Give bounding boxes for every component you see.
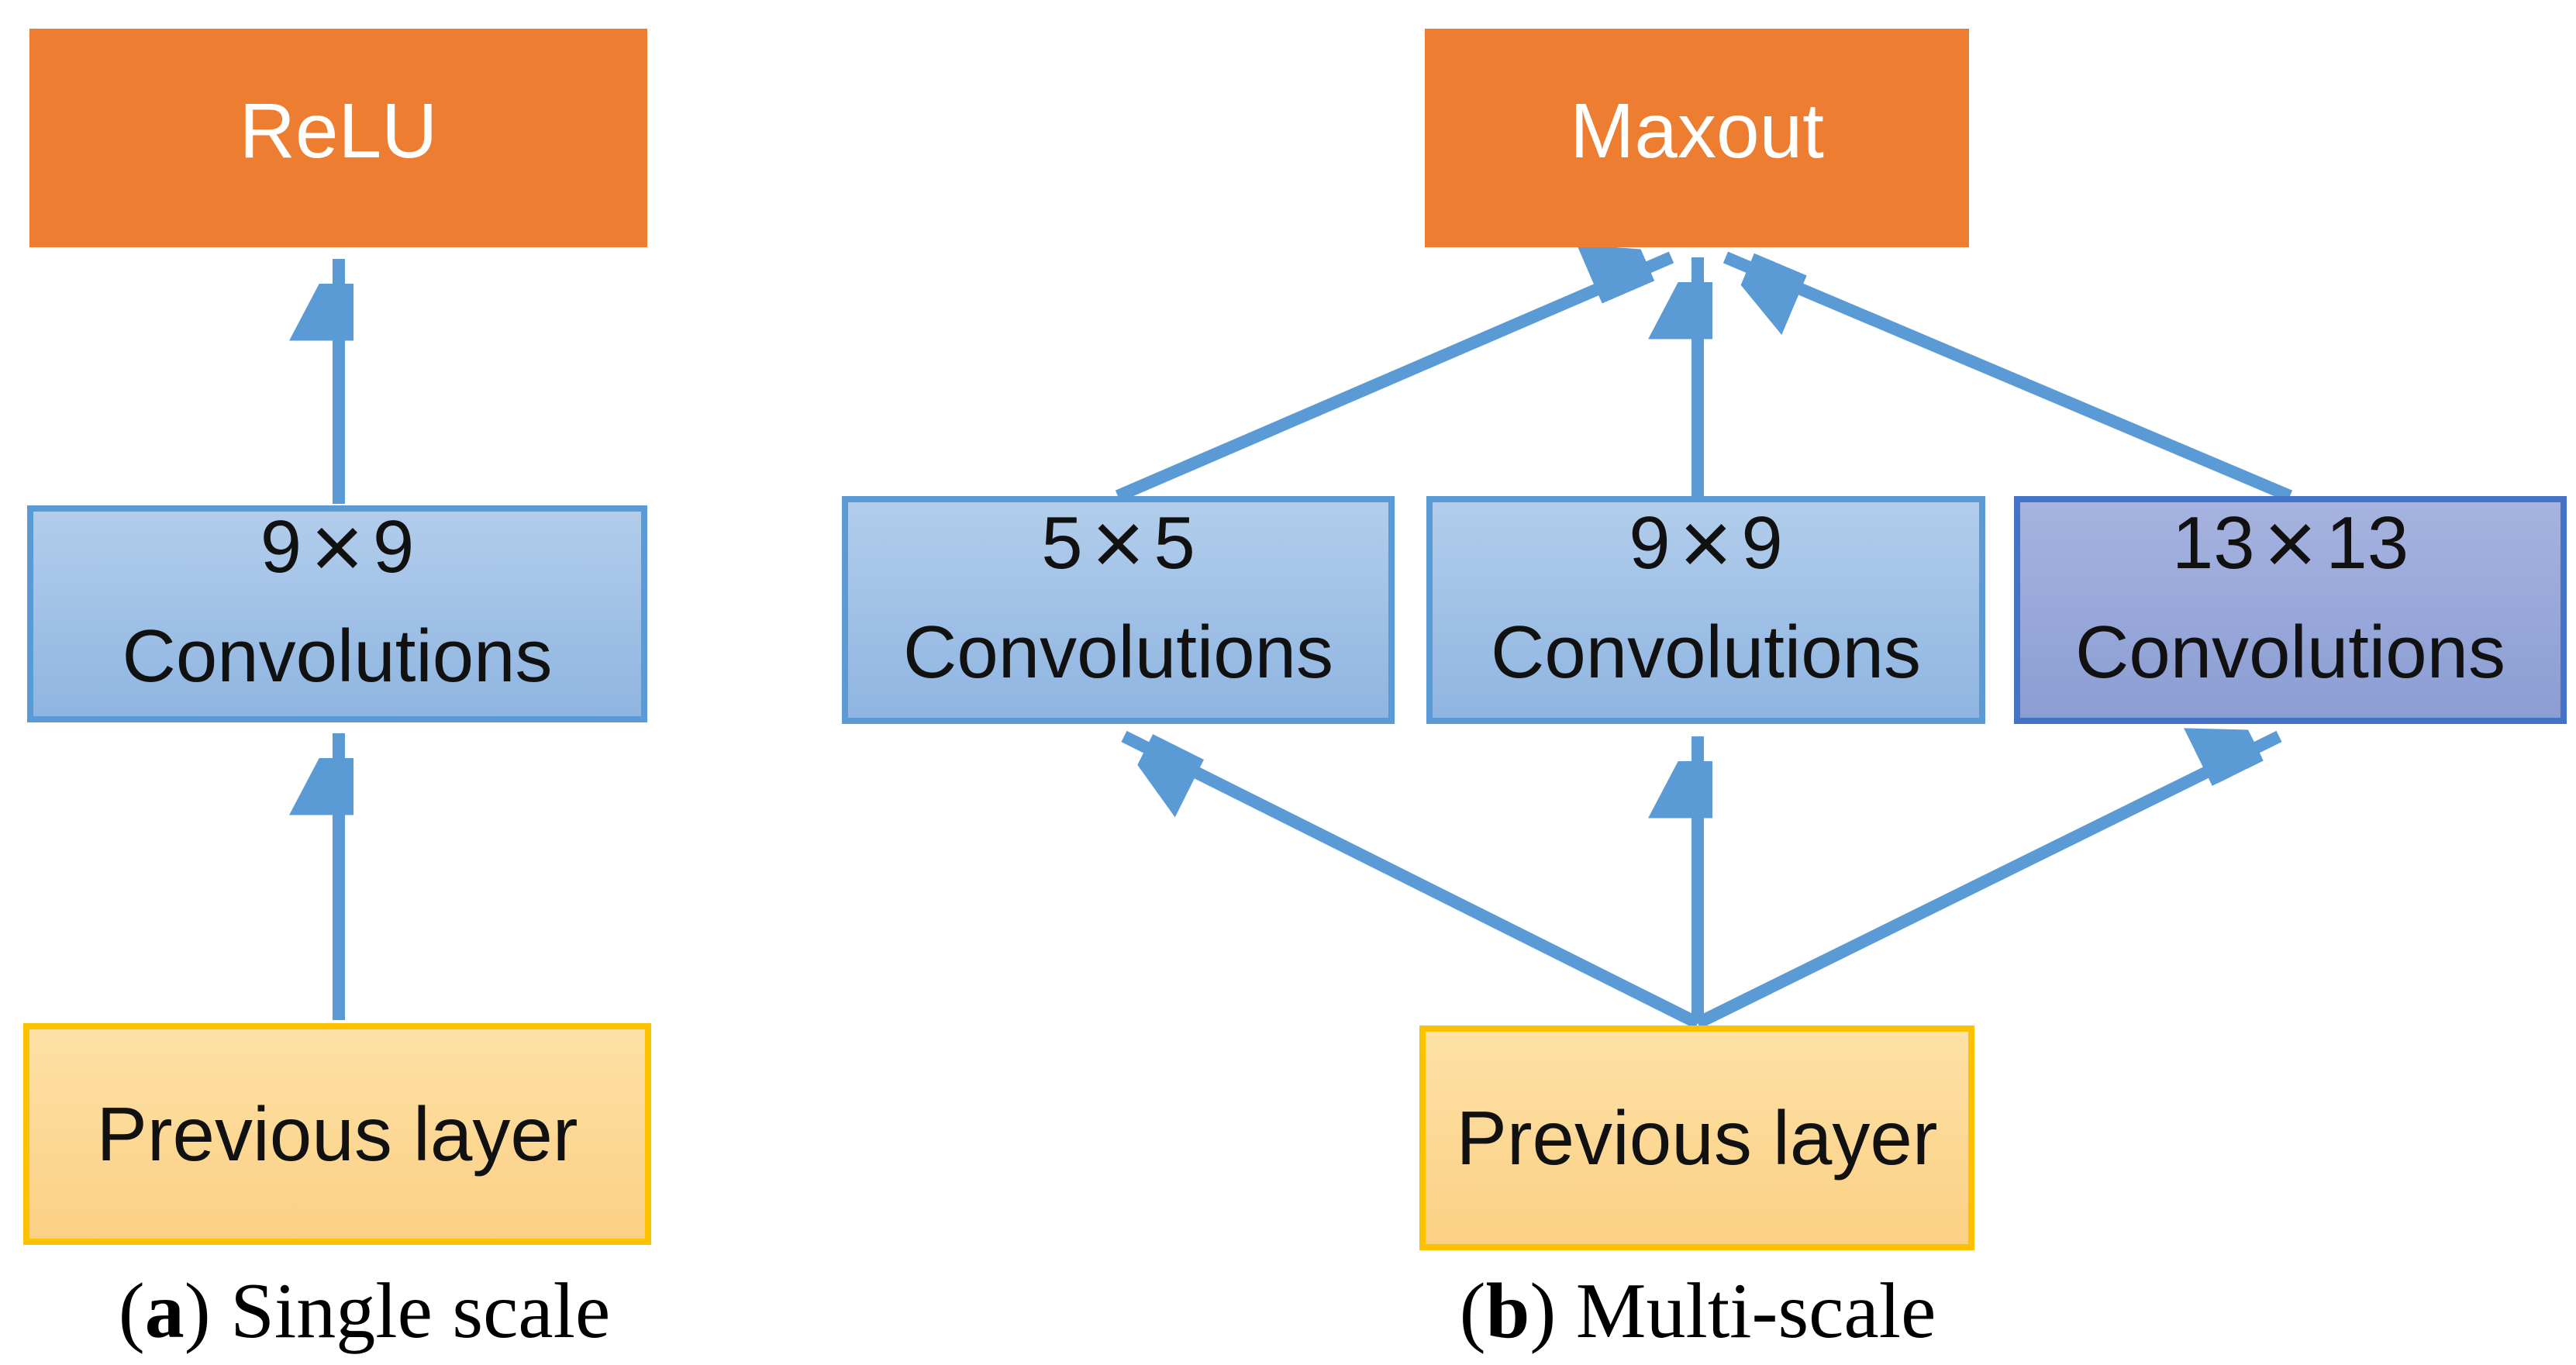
convolutions-label: Convolutions <box>122 614 553 698</box>
previous-layer-label: Previous layer <box>1456 1094 1938 1181</box>
kernel-left: 5 <box>1041 502 1083 585</box>
multiplication-sign: × <box>2264 492 2317 595</box>
kernel-size-label: 13×13 <box>2172 498 2409 588</box>
kernel-size-label: 9×9 <box>1629 498 1783 588</box>
previous-layer-box-a: Previous layer <box>23 1023 651 1245</box>
multiplication-sign: × <box>1679 492 1733 595</box>
convolutions-label: Convolutions <box>2075 610 2505 694</box>
arrow-conv13-to-maxout <box>1723 251 2293 502</box>
kernel-size-label: 5×5 <box>1041 498 1195 588</box>
relu-label: ReLU <box>239 87 438 174</box>
kernel-left: 9 <box>260 505 302 589</box>
arrow-prevb-to-conv13 <box>1695 736 2282 1029</box>
kernel-left: 9 <box>1629 502 1671 585</box>
kernel-right: 9 <box>1741 502 1783 585</box>
previous-layer-label: Previous layer <box>96 1091 578 1177</box>
caption-b-letter: b <box>1485 1267 1530 1355</box>
arrow-prevb-to-conv5 <box>1121 730 1701 1029</box>
relu-box: ReLU <box>29 29 647 247</box>
kernel-size-label: 9×9 <box>260 502 415 592</box>
multiplication-sign: × <box>310 496 364 598</box>
convolutions-label: Convolutions <box>903 610 1333 694</box>
multiplication-sign: × <box>1091 492 1145 595</box>
kernel-right: 13 <box>2326 502 2409 585</box>
conv9-box-a: 9×9 Convolutions <box>27 502 647 722</box>
arrow-conv5-to-maxout <box>1115 257 1674 502</box>
kernel-left: 13 <box>2171 502 2255 585</box>
caption-a-letter: a <box>144 1267 184 1355</box>
caption-b: (b) Multi-scale <box>1318 1267 2078 1361</box>
kernel-right: 9 <box>372 505 415 589</box>
conv9-box-b: 9×9 Convolutions <box>1426 496 1985 724</box>
caption-a: (a) Single scale <box>16 1267 713 1361</box>
kernel-right: 5 <box>1154 502 1195 585</box>
caption-b-text: ) Multi-scale <box>1529 1267 1936 1355</box>
previous-layer-box-b: Previous layer <box>1419 1025 1974 1250</box>
conv13-box: 13×13 Convolutions <box>2014 496 2567 724</box>
caption-b-paren-open: ( <box>1459 1267 1486 1355</box>
caption-a-text: ) Single scale <box>184 1267 611 1355</box>
conv5-box: 5×5 Convolutions <box>842 496 1395 724</box>
maxout-box: Maxout <box>1425 29 1969 247</box>
convolutions-label: Convolutions <box>1491 610 1921 694</box>
maxout-label: Maxout <box>1570 87 1824 174</box>
caption-a-paren-open: ( <box>118 1267 145 1355</box>
